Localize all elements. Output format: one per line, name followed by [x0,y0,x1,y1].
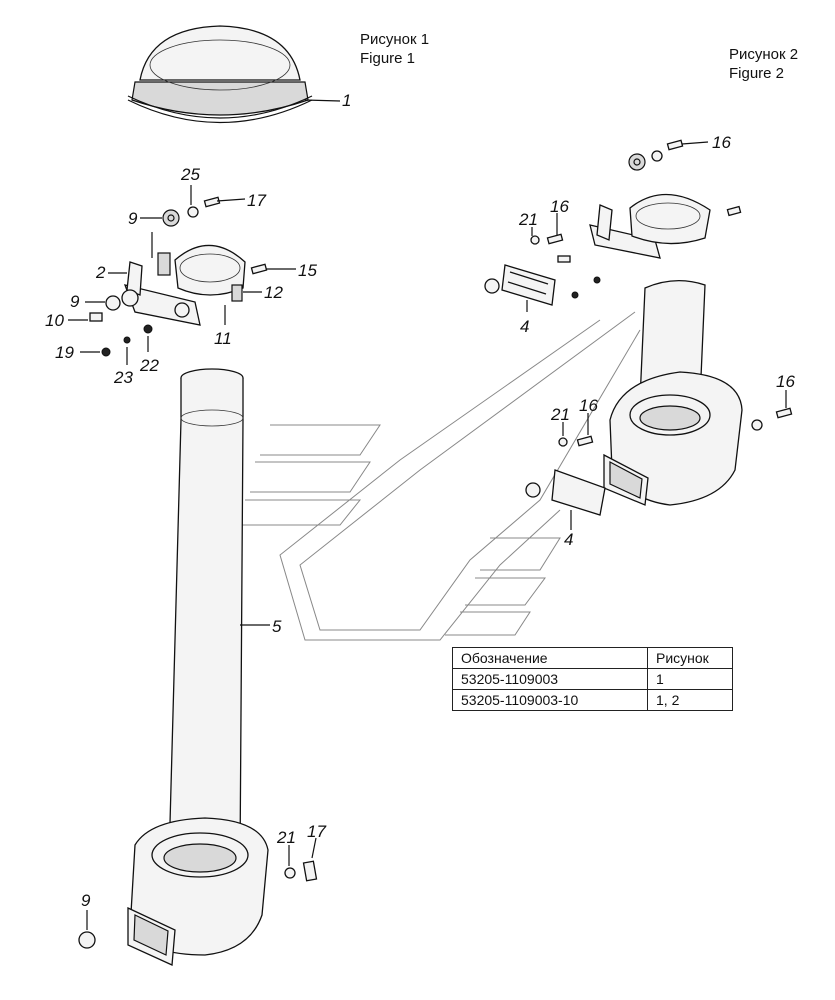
callout-9c: 9 [81,891,91,910]
callout-4b: 4 [564,530,573,549]
figure2-title-en: Figure 2 [729,65,785,82]
callout-2: 2 [95,263,106,282]
callout-21a: 21 [518,210,538,229]
callout-1: 1 [342,91,351,110]
callout-23: 23 [113,368,133,387]
callout-4a: 4 [520,317,529,336]
watermark-logo [240,311,641,641]
pipe-part [168,368,244,861]
callout-16b: 16 [550,197,569,216]
figure1-title-en: Figure 1 [360,50,416,67]
callout-25: 25 [180,165,200,184]
callout-10: 10 [45,311,64,330]
callout-21b: 21 [550,405,570,424]
table-cell: 1, 2 [647,689,733,711]
callout-labels: 1 25 17 9 2 15 12 9 10 11 19 22 23 5 16 … [45,91,795,910]
table-cell: 53205-1109003-10 [452,689,648,711]
figure1-title: Рисунок 1 Figure 1 [360,30,429,68]
callout-16d: 16 [579,396,598,415]
table-cell: 1 [647,668,733,690]
lower-bell-fig1 [78,817,318,966]
clamp-assembly-fig2 [484,139,742,306]
designation-table: Обозначение Рисунок 53205-1109003 1 5320… [452,647,733,711]
callout-17a: 17 [247,191,266,210]
table-cell: 53205-1109003 [452,668,648,690]
callout-15: 15 [298,261,317,280]
table-header-row: Обозначение Рисунок [452,647,733,669]
table-row: 53205-1109003 1 [452,668,733,690]
callout-16c: 16 [776,372,795,391]
pipe-bell-fig2 [525,280,793,516]
leader-lines [68,99,787,930]
clamp-assembly-fig1 [89,196,268,357]
callout-17b: 17 [307,822,326,841]
figure2-title-ru: Рисунок 2 [729,46,799,63]
callout-11: 11 [214,329,232,348]
callout-5: 5 [272,617,282,636]
table-row: 53205-1109003-10 1, 2 [452,689,733,711]
figure1-title-ru: Рисунок 1 [360,31,430,48]
figure2-title: Рисунок 2 Figure 2 [729,45,798,83]
callout-9b: 9 [70,292,80,311]
callout-12: 12 [264,283,283,302]
table-header-designation: Обозначение [452,647,648,669]
callout-19: 19 [55,343,74,362]
callout-16a: 16 [712,133,731,152]
callout-21c: 21 [276,828,296,847]
callout-22: 22 [139,356,159,375]
callout-9a: 9 [128,209,138,228]
cap-part [127,25,313,124]
table-header-figure: Рисунок [647,647,733,669]
